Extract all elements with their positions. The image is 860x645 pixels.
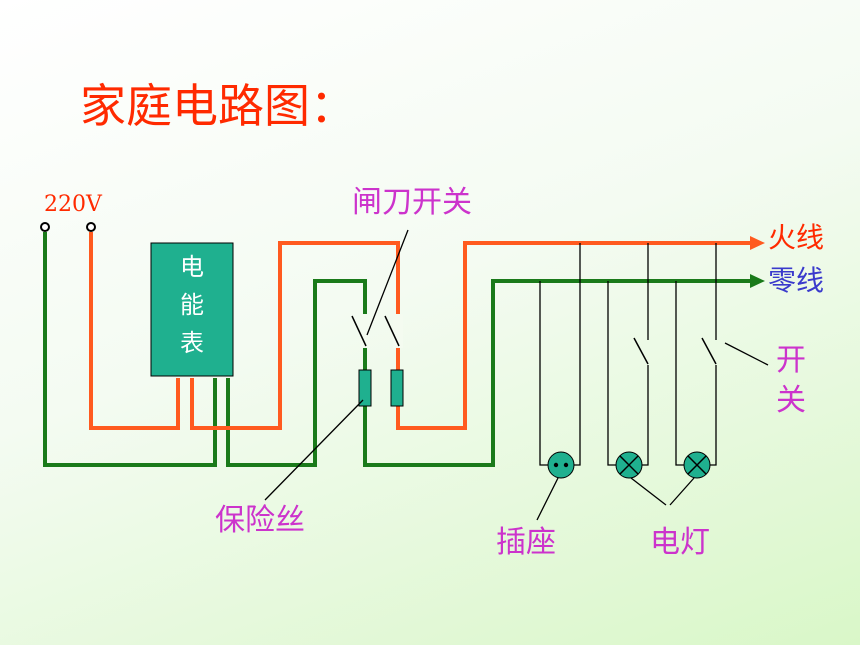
switch-label-1: 开 [776, 343, 806, 378]
live-wire-label: 火线 [768, 221, 824, 254]
page-title: 家庭电路图： [80, 79, 356, 133]
voltage-label: 220V [44, 192, 103, 217]
switch-leader [724, 342, 769, 366]
knife-switch-blade-neutral [351, 315, 367, 347]
meter-label-3: 表 [180, 329, 204, 357]
supply-terminal-left [40, 222, 50, 232]
lamp-label: 电灯 [650, 525, 710, 560]
energy-meter [150, 242, 234, 377]
lamp-2 [683, 451, 711, 479]
meter-label-1: 电 [180, 253, 204, 281]
meter-label-2: 能 [180, 291, 204, 319]
socket-hole-left [553, 462, 559, 468]
socket [547, 451, 575, 479]
lamp-branch-1 [607, 243, 649, 466]
socket-branch [539, 243, 581, 466]
knife-switch-label: 闸刀开关 [352, 185, 472, 220]
socket-label: 插座 [496, 525, 556, 560]
knife-switch-gap-neutral [360, 314, 370, 348]
fuse-live [390, 369, 404, 407]
knife-switch-gap-live [393, 314, 403, 348]
fuse-label: 保险丝 [215, 503, 305, 538]
lamp-branch-2 [675, 243, 717, 466]
neutral-arrow-icon [750, 274, 765, 288]
live-wiring [89, 232, 750, 430]
neutral-wire-label: 零线 [768, 264, 824, 297]
socket-leader [536, 477, 559, 521]
supply-terminal-right [86, 222, 96, 232]
lamp-1 [615, 451, 643, 479]
lamp-leader-1 [630, 477, 667, 506]
fuse-neutral [358, 369, 372, 407]
lamp-leader-2 [669, 477, 695, 506]
live-arrow-icon [750, 236, 765, 250]
knife-switch-leader [366, 229, 409, 336]
knife-switch-blade-live [384, 315, 400, 347]
socket-hole-right [563, 462, 569, 468]
switch-label-2: 关 [776, 383, 806, 418]
fuse-leader [264, 399, 364, 501]
neutral-wiring [43, 232, 750, 467]
